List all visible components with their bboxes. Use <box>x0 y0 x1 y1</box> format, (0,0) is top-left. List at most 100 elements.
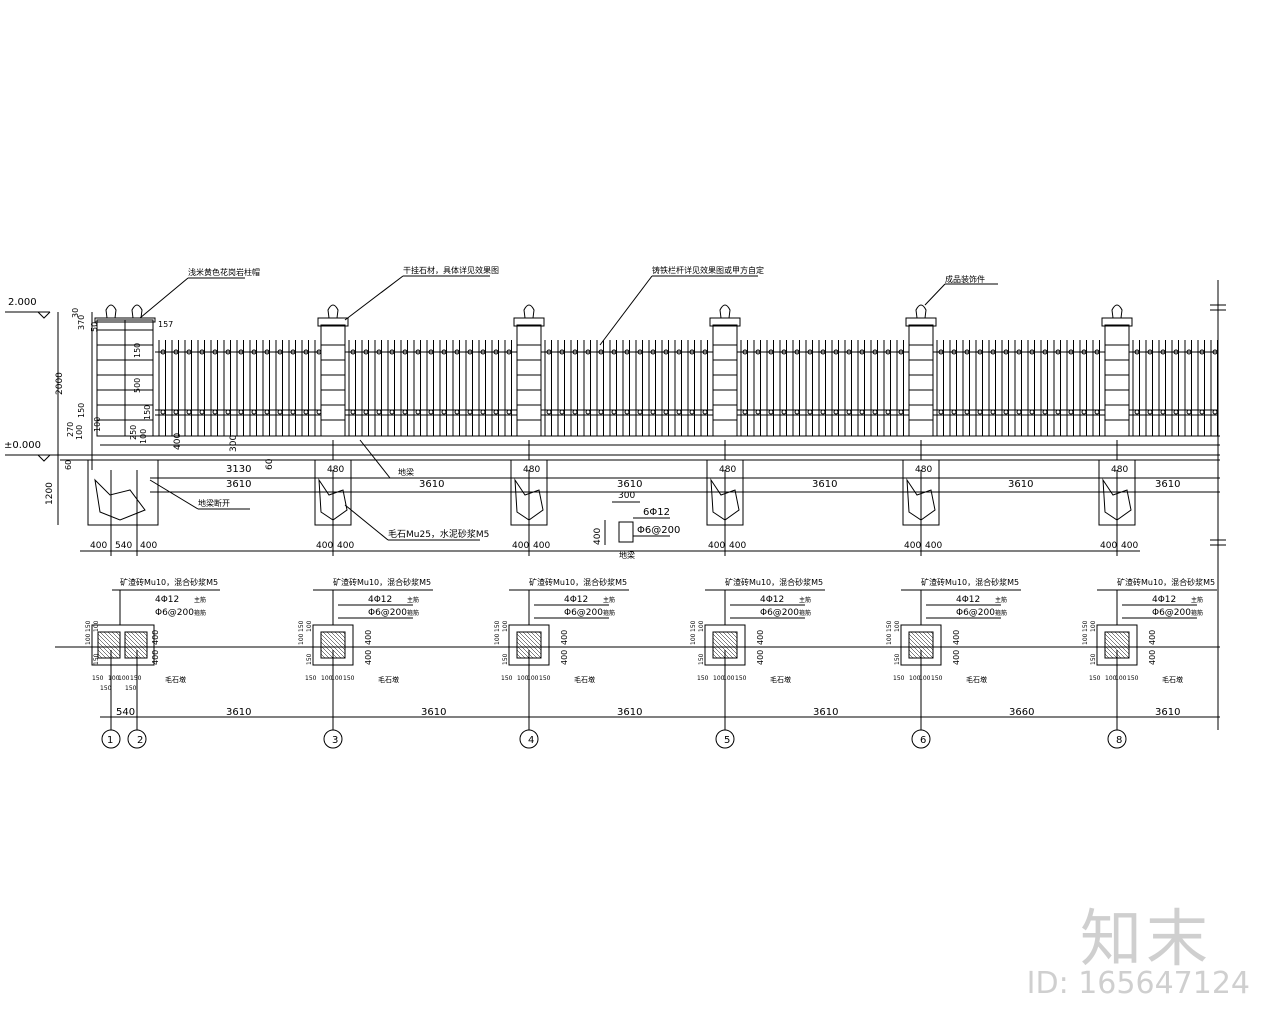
axis-6: 6 <box>920 735 926 746</box>
note-beam-break: 地梁断开 <box>198 498 230 508</box>
plan-main-bar-suffix-3: 主筋 <box>407 596 419 604</box>
plan-side-total-b-4: 400 <box>560 650 569 665</box>
rail-dot-top-2-614 <box>611 349 617 355</box>
rail-dot-top-5-1215 <box>1212 349 1218 355</box>
plan-side-dim-b-1: 100 <box>85 633 92 645</box>
plan-side-total-a-5: 400 <box>756 630 765 645</box>
rail-dot-bottom-1-418 <box>415 409 421 415</box>
rail-dot-bottom-1-509 <box>506 409 512 415</box>
rail-dot-top-1-470 <box>467 349 473 355</box>
plan-bot-dim-c-3: 100 <box>331 675 343 682</box>
rail-dot-bottom-2-666 <box>663 409 669 415</box>
plan-side-total-a-1: 400 <box>151 630 160 645</box>
plan-col-5-core-hatch--18 <box>712 649 722 659</box>
plan-side-dim-c-4: 100 <box>502 620 509 632</box>
pier-left-cap <box>94 317 156 323</box>
plan-col-left-b-hatch-6 <box>130 631 148 649</box>
axis-8: 8 <box>1116 735 1122 746</box>
rail-dot-top-2-575 <box>572 349 578 355</box>
plinth-dim-100: 100 <box>139 429 148 444</box>
plan-bot-dim-b-3: 100 <box>321 675 333 682</box>
footing-width-3: 480 <box>719 465 736 475</box>
plan-brick-note-4: 矿渣砖Mu10，混合砂浆M5 <box>529 577 627 587</box>
plan-col-3-core-hatch-2 <box>322 631 346 655</box>
rail-dot-top-2-601 <box>598 349 604 355</box>
plan-side-dim-a-6: 150 <box>886 620 893 632</box>
rail-dot-bottom-0-163 <box>160 409 166 415</box>
rail-dot-top-2-653 <box>650 349 656 355</box>
plan-side-dim-d-1: 150 <box>93 653 100 665</box>
plan-col-left-a-hatch--18 <box>97 649 107 659</box>
plan-col-6-core-hatch--2 <box>908 633 934 659</box>
plan-col-3-core-hatch--2 <box>320 633 346 659</box>
rail-dot-top-0-254 <box>251 349 257 355</box>
rail-dot-top-0-293 <box>290 349 296 355</box>
plan-stirrup-suffix-6: 箍筋 <box>995 609 1007 617</box>
fsplit-5b: 400 <box>1121 541 1138 551</box>
plan-bot-dim-a-1: 150 <box>92 675 104 682</box>
dim-1200: 1200 <box>45 482 55 505</box>
plan-bot-dim-b-6: 100 <box>909 675 921 682</box>
beam-section-rect <box>618 521 634 543</box>
plan-col-7-core-hatch-22 <box>1126 631 1130 635</box>
rail-dot-bottom-0-176 <box>173 409 179 415</box>
plan-col-4-core-hatch-14 <box>530 631 542 643</box>
dim-370: 370 <box>77 315 86 330</box>
axis-bubble-1 <box>127 729 147 749</box>
rail-dot-top-1-405 <box>402 349 408 355</box>
beam-height: 400 <box>593 528 603 545</box>
plan-col-left-a-hatch-10 <box>107 631 121 645</box>
rail-dot-top-0-215 <box>212 349 218 355</box>
rail-dot-top-5-1163 <box>1160 349 1166 355</box>
pier-4-ornament <box>523 304 535 319</box>
rail-dot-top-4-954 <box>951 349 957 355</box>
rail-dot-top-0-280 <box>277 349 283 355</box>
rail-dot-bottom-0-293 <box>290 409 296 415</box>
plan-col-3-core-hatch--6 <box>320 637 342 659</box>
plan-col-left-b-hatch--2 <box>124 633 148 657</box>
pier-dim-500: 500 <box>133 378 142 393</box>
rail-dot-top-3-745 <box>742 349 748 355</box>
plan-side-dim-d-6: 150 <box>894 653 901 665</box>
rail-dot-bottom-0-228 <box>225 409 231 415</box>
rail-dot-bottom-3-784 <box>781 409 787 415</box>
plan-foundation-3: 毛石墩 <box>378 675 399 684</box>
plan-stirrup-4: Φ6@200 <box>564 608 603 618</box>
plan-col-left-b-hatch--22 <box>124 653 130 659</box>
pier-dim-150a: 150 <box>133 343 142 358</box>
axis-bubble-5 <box>911 729 931 749</box>
rail-dot-top-2-640 <box>637 349 643 355</box>
rail-dot-top-1-457 <box>454 349 460 355</box>
rail-dot-top-4-1019 <box>1016 349 1022 355</box>
pier-4-body <box>516 324 542 437</box>
fsplit-2a: 400 <box>512 541 529 551</box>
rail-dot-bottom-1-379 <box>376 409 382 415</box>
leader-cap <box>139 277 189 319</box>
fsplit-2b: 400 <box>533 541 550 551</box>
rail-dot-top-1-366 <box>363 349 369 355</box>
plan-col-7-core-hatch-2 <box>1106 631 1130 655</box>
footing-width-1: 480 <box>327 465 344 475</box>
plan-bot-dim-a-4: 150 <box>501 675 513 682</box>
plan-col-left-b <box>124 631 148 659</box>
plan-col-5-core-hatch--22 <box>712 653 718 659</box>
plan-bot-dim-b-4: 100 <box>517 675 529 682</box>
pier-5-body <box>712 324 738 437</box>
rail-dot-bottom-1-392 <box>389 409 395 415</box>
rail-dot-bottom-3-849 <box>846 409 852 415</box>
rail-dot-bottom-4-1058 <box>1055 409 1061 415</box>
rail-dot-top-4-1032 <box>1029 349 1035 355</box>
fsplit-1b: 400 <box>337 541 354 551</box>
footing-width-5: 480 <box>1111 465 1128 475</box>
rail-dot-bottom-3-758 <box>755 409 761 415</box>
rubble-6 <box>906 478 936 521</box>
plinth-dim-250: 250 <box>129 425 138 440</box>
rail-dot-bottom-4-941 <box>938 409 944 415</box>
fsplit-3a: 400 <box>708 541 725 551</box>
plan-col-6-core-hatch-18 <box>926 631 934 639</box>
plan-main-bar-suffix-5: 主筋 <box>799 596 811 604</box>
plan-side-dim-a-8: 150 <box>1082 620 1089 632</box>
plan-bot-dim-d-1: 150 <box>130 675 142 682</box>
rail-dot-bottom-1-470 <box>467 409 473 415</box>
plan-col-4-core-hatch--22 <box>516 653 522 659</box>
